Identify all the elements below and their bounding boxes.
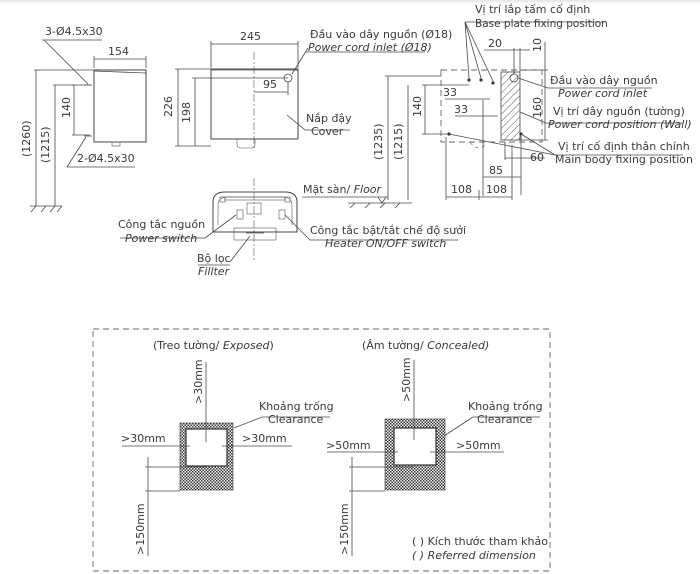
side-screw-bottom-label: 2-Ø4.5x30 <box>77 152 135 165</box>
dim-10: 10 <box>531 38 544 52</box>
exposed-title: (Treo tường/ Exposed) <box>153 339 274 352</box>
floor-label-vi: Mặt sàn/ Floor <box>303 183 383 196</box>
power-switch-label-en: Power switch <box>125 232 197 245</box>
exposed-top-clearance: >30mm <box>192 359 205 404</box>
heater-switch-label-vi: Công tắc bật/tắt chế độ sưởi <box>310 224 466 237</box>
cord-inlet-label-vi: Đầu vào dây nguồn <box>550 74 658 87</box>
power-inlet-label-vi: Đầu vào dây nguồn (Ø18) <box>310 28 452 41</box>
main-body-label-vi: Vị trí cố định thân chính <box>558 140 690 153</box>
front-width-dim: 245 <box>240 30 261 43</box>
exposed-clearance-label-en: Clearance <box>268 413 324 426</box>
base-plate-screw-1 <box>467 78 471 82</box>
cord-wall-label-vi: Vị trí dây nguồn (tường) <box>553 105 685 118</box>
cover-label-vi: Nắp đậy <box>306 112 352 125</box>
concealed-diagram: (Âm tường/ Concealed) >50mm >50mm >50mm … <box>326 339 543 556</box>
front-view: 245 95 226 198 Đầu vào dây nguồn (Ø18) P… <box>162 28 452 149</box>
concealed-top-clearance: >50mm <box>400 357 413 402</box>
side-screw-spacing-dim: 140 <box>60 97 73 118</box>
bottom-view: Công tắc nguồn Power switch Công tắc bật… <box>118 178 466 278</box>
cord-inlet-label-en: Power cord inlet <box>558 87 648 100</box>
dim-1235: (1235) <box>372 123 385 160</box>
concealed-clearance-label-vi: Khoảng trống <box>468 400 543 413</box>
reference-note-en: ( ) Referred dimension <box>412 549 536 562</box>
heater-switch-glyph <box>278 209 286 220</box>
side-screw-height-dim: (1215) <box>39 126 52 163</box>
dim-20: 20 <box>488 37 502 50</box>
filter-label-vi: Bộ lọc <box>197 252 231 265</box>
dim-60: 60 <box>530 151 544 164</box>
dim-108-left: 108 <box>451 183 472 196</box>
side-view: 154 3-Ø4.5x30 2-Ø4.5x30 140 (1260) (1215… <box>20 25 147 213</box>
cover-label-en: Cover <box>311 125 344 138</box>
side-total-height-dim: (1260) <box>20 120 33 157</box>
reference-note-vi: ( ) Kích thước tham khảo <box>412 535 548 548</box>
front-nozzle <box>236 139 256 149</box>
filter-glyph <box>233 227 277 241</box>
main-body-label-en: Main body fixing position <box>555 153 693 166</box>
side-screw-top-label: 3-Ø4.5x30 <box>45 25 103 38</box>
concealed-unit <box>393 427 437 466</box>
inlet-offset-dim: 95 <box>263 78 277 91</box>
concealed-left-clearance: >50mm <box>326 439 371 452</box>
concealed-title: (Âm tường/ Concealed) <box>362 339 489 352</box>
dim-108-right: 108 <box>486 183 507 196</box>
filter-label-en: Fillter <box>198 265 231 278</box>
concealed-right-clearance: >50mm <box>456 439 501 452</box>
side-body <box>93 69 147 143</box>
concealed-clearance-label-en: Clearance <box>477 413 533 426</box>
back-view: Vị trí lắp tấm cố định Base plate fixing… <box>372 3 693 200</box>
power-cord-wall-zone <box>500 71 521 141</box>
power-inlet-label-en: Power cord inlet (Ø18) <box>308 41 432 54</box>
cord-wall-label-en: Power cord position (Wall) <box>548 118 692 131</box>
power-switch-label-vi: Công tắc nguồn <box>118 218 205 231</box>
exposed-right-clearance: >30mm <box>242 432 287 445</box>
side-depth-dim: 154 <box>108 45 129 58</box>
body-outline-dashed <box>440 69 543 143</box>
front-inner-height-dim: 198 <box>180 102 193 123</box>
base-plate-screw-3 <box>491 81 495 85</box>
power-switch-glyph <box>236 209 244 220</box>
exposed-unit <box>185 428 228 467</box>
heater-switch-label-en: Heater ON/OFF switch <box>325 237 446 250</box>
front-outer-height-dim: 226 <box>162 96 175 117</box>
front-body <box>210 68 299 140</box>
dim-160: 160 <box>531 97 544 118</box>
dim-140-back: 140 <box>411 96 424 117</box>
concealed-bottom-clearance: >150mm <box>338 503 351 555</box>
exposed-clearance-label-vi: Khoảng trống <box>259 400 334 413</box>
base-plate-label-en: Base plate fixing position <box>475 18 608 30</box>
dim-33-lower: 33 <box>454 103 468 116</box>
clearance-panel: (Treo tường/ Exposed) >30mm >30mm >30mm … <box>92 328 551 572</box>
exposed-bottom-clearance: >150mm <box>134 503 147 555</box>
dim-85: 85 <box>489 164 503 177</box>
base-plate-label-vi: Vị trí lắp tấm cố định <box>475 3 590 16</box>
side-nozzle <box>111 141 121 147</box>
top-edge-shadow <box>0 0 700 4</box>
exposed-left-clearance: >30mm <box>121 432 166 445</box>
dim-1215-back: (1215) <box>392 123 405 160</box>
dim-33-upper: 33 <box>443 86 457 99</box>
base-plate-screw-2 <box>479 78 483 82</box>
exposed-diagram: (Treo tường/ Exposed) >30mm >30mm >30mm … <box>121 339 334 556</box>
bottom-body <box>212 191 298 233</box>
